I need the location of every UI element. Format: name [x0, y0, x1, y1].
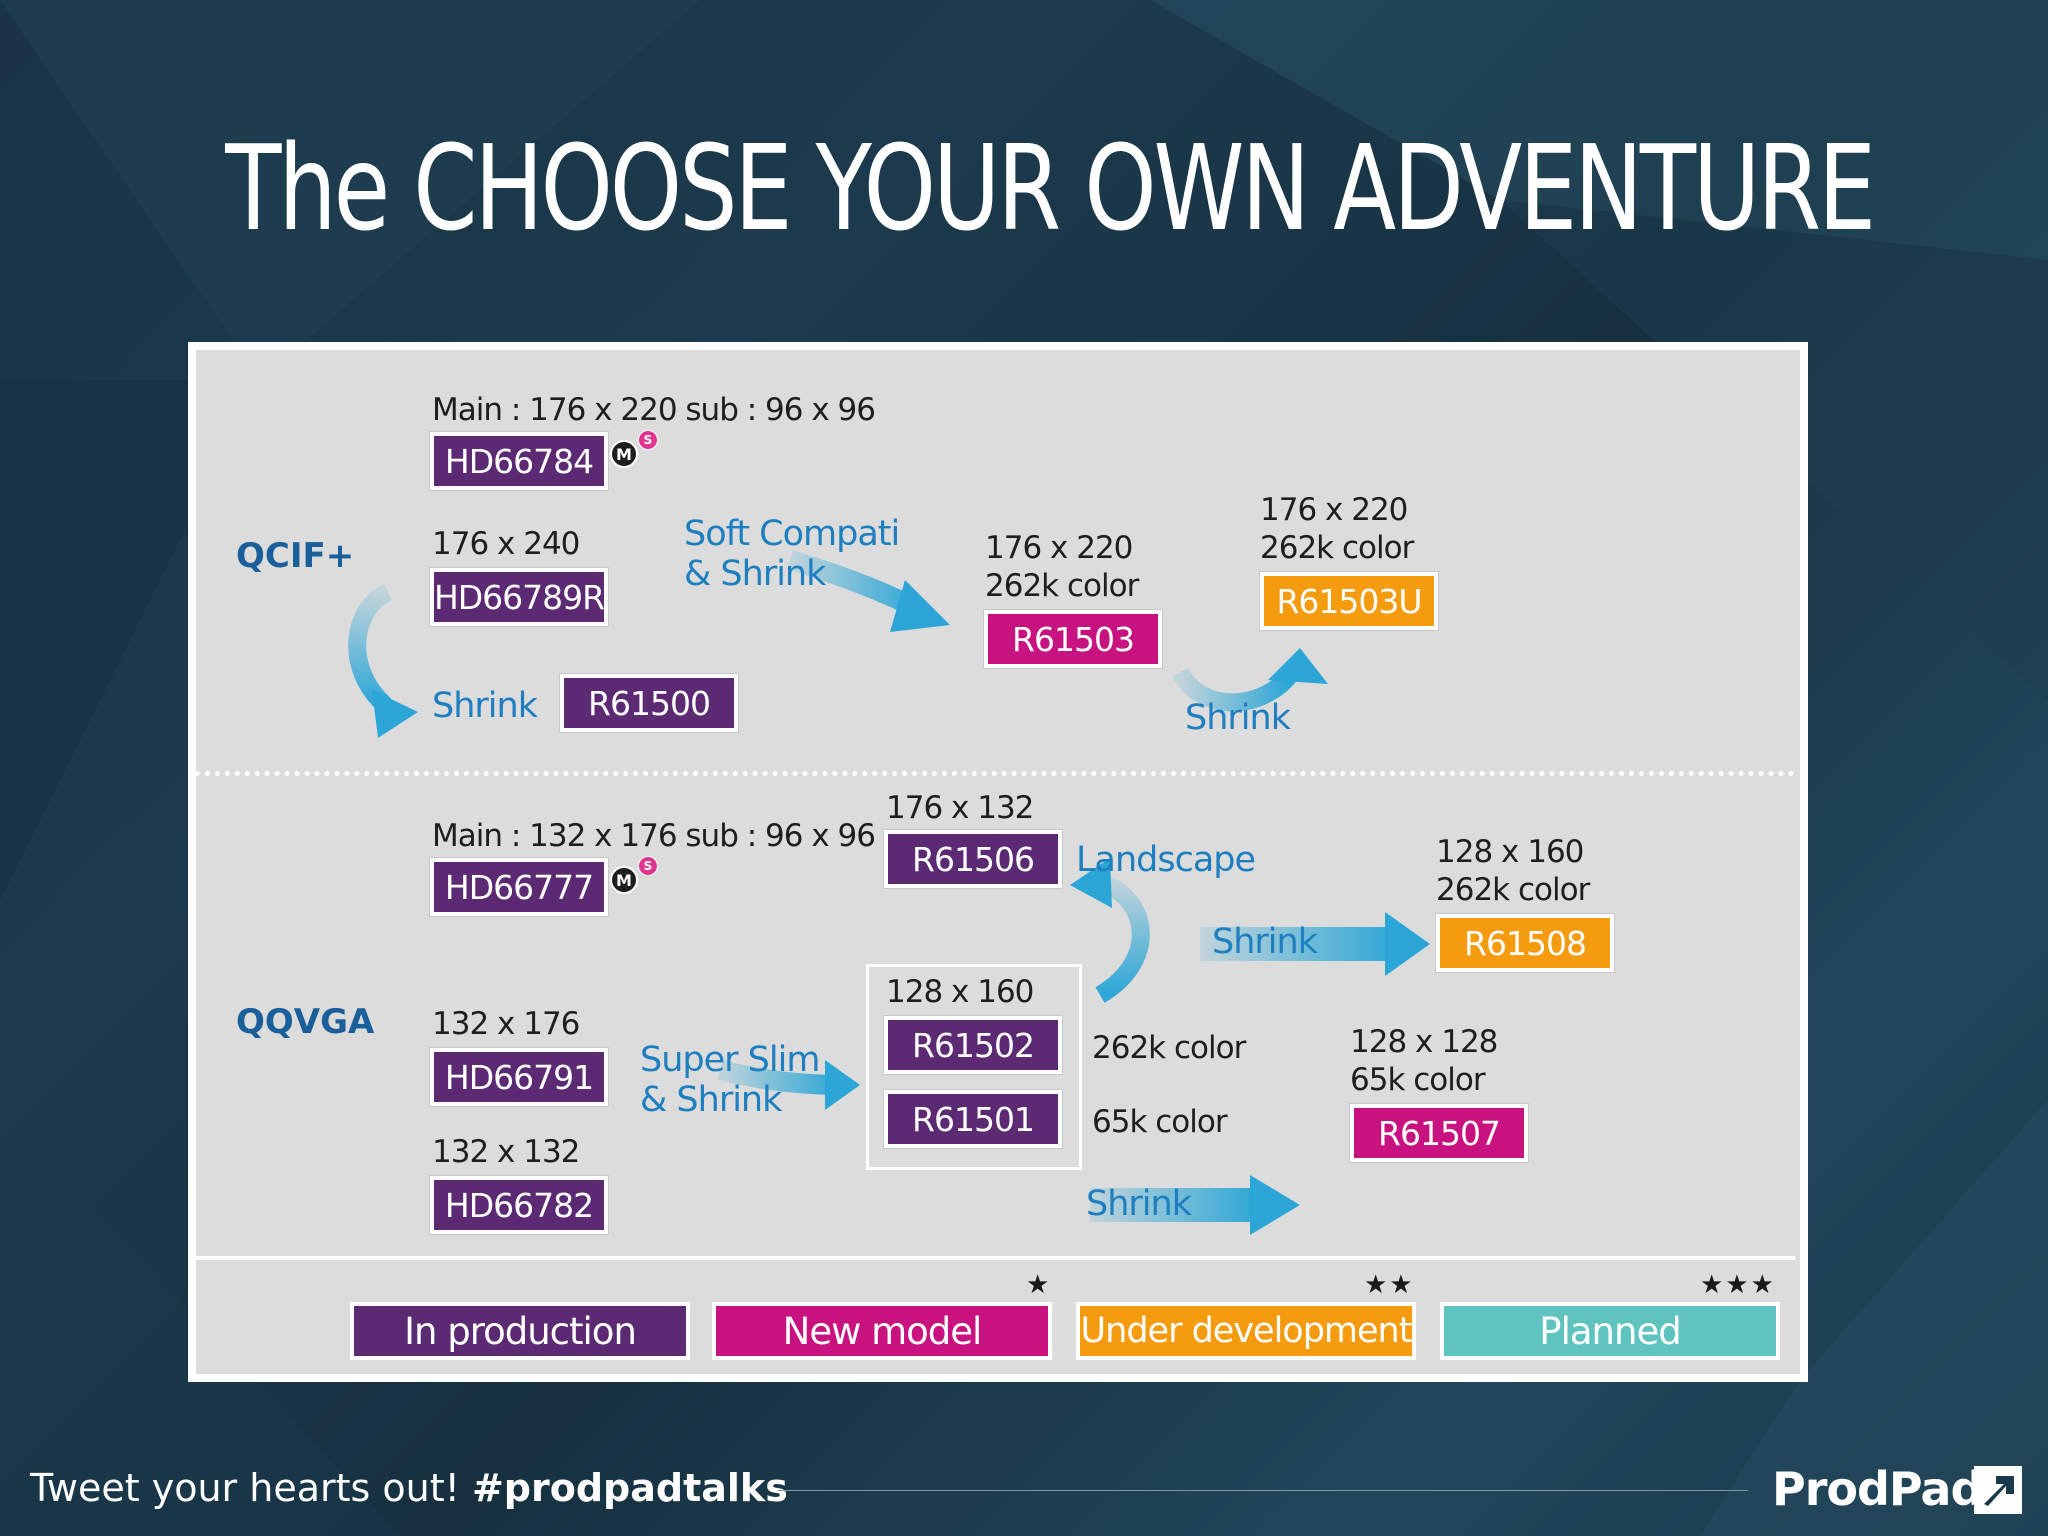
hd66784-spec: Main : 176 x 220 sub : 96 x 96 — [432, 392, 876, 428]
chip-hd66782: HD66782 — [430, 1176, 608, 1234]
chip-hd66791: HD66791 — [430, 1048, 608, 1106]
flow-label-soft-compat-2: & Shrink — [684, 554, 826, 594]
legend-planned: Planned — [1440, 1302, 1780, 1360]
r61502-spec: 128 x 160 — [886, 974, 1034, 1010]
group-label-qqvga: QQVGA — [236, 1002, 375, 1042]
under-dev-stars: ★★ — [1364, 1270, 1415, 1300]
chip-hd66777: HD66777 — [430, 858, 608, 916]
flow-label-super-slim-2: & Shrink — [640, 1080, 782, 1120]
footer-tweet-text: Tweet your hearts out! — [30, 1466, 460, 1510]
legend-under-development: Under development — [1076, 1302, 1416, 1360]
hd66791-spec: 132 x 176 — [432, 1006, 580, 1042]
group-label-qcif: QCIF+ — [236, 536, 355, 576]
legend-in-production: In production — [350, 1302, 690, 1360]
flow-label-soft-compat-1: Soft Compati — [684, 514, 900, 554]
r61508-spec-1: 128 x 160 — [1436, 834, 1584, 870]
badge-s-icon: S — [638, 856, 658, 876]
chip-r61506: R61506 — [884, 830, 1062, 888]
slide-title: The CHOOSE YOUR OWN ADVENTURE — [225, 119, 1876, 257]
planned-stars: ★★★ — [1700, 1270, 1776, 1300]
chip-r61503u: R61503U — [1260, 572, 1438, 630]
r61508-spec-2: 262k color — [1436, 872, 1590, 908]
footer-tweet: Tweet your hearts out! #prodpadtalks — [30, 1466, 788, 1510]
hd66782-spec: 132 x 132 — [432, 1134, 580, 1170]
chip-hd66789r: HD66789R — [430, 568, 608, 626]
r61503u-spec-1: 176 x 220 — [1260, 492, 1408, 528]
footer-hashtag[interactable]: #prodpadtalks — [471, 1466, 788, 1510]
chip-r61502: R61502 — [884, 1016, 1062, 1074]
r61502-color: 262k color — [1092, 1030, 1246, 1066]
r6150x-group-box — [866, 964, 1082, 1170]
r61503u-spec-2: 262k color — [1260, 530, 1414, 566]
r61507-spec-1: 128 x 128 — [1350, 1024, 1498, 1060]
footer-divider — [778, 1490, 1748, 1491]
r61503-spec-2: 262k color — [985, 568, 1139, 604]
flow-label-shrink: Shrink — [432, 686, 538, 726]
chip-r61501: R61501 — [884, 1090, 1062, 1148]
chip-r61508: R61508 — [1436, 914, 1614, 972]
r61507-spec-2: 65k color — [1350, 1062, 1486, 1098]
badge-m-icon: M — [610, 440, 638, 468]
flow-label-super-slim-1: Super Slim — [640, 1040, 820, 1080]
flow-label-shrink-2: Shrink — [1185, 698, 1291, 738]
r61501-color: 65k color — [1092, 1104, 1228, 1140]
r61506-spec: 176 x 132 — [886, 790, 1034, 826]
chip-hd66784: HD66784 — [430, 432, 608, 490]
chip-r61507: R61507 — [1350, 1104, 1528, 1162]
r61503-spec-1: 176 x 220 — [985, 530, 1133, 566]
prodpad-logo-text: ProdPad — [1772, 1462, 1983, 1516]
chip-r61500: R61500 — [560, 674, 738, 732]
legend-new-model: New model — [712, 1302, 1052, 1360]
hd66777-spec: Main : 132 x 176 sub : 96 x 96 — [432, 818, 876, 854]
section-divider — [195, 771, 1795, 776]
prodpad-logo-icon — [1974, 1466, 2022, 1514]
badge-s-icon: S — [638, 430, 658, 450]
legend-separator — [195, 1256, 1795, 1260]
new-model-stars: ★ — [1026, 1270, 1052, 1300]
badge-m-icon: M — [610, 866, 638, 894]
flow-label-shrink-3: Shrink — [1212, 922, 1318, 962]
hd66789r-spec: 176 x 240 — [432, 526, 580, 562]
flow-label-shrink-4: Shrink — [1086, 1184, 1192, 1224]
flow-label-landscape: Landscape — [1076, 840, 1256, 880]
chip-r61503: R61503 — [984, 610, 1162, 668]
